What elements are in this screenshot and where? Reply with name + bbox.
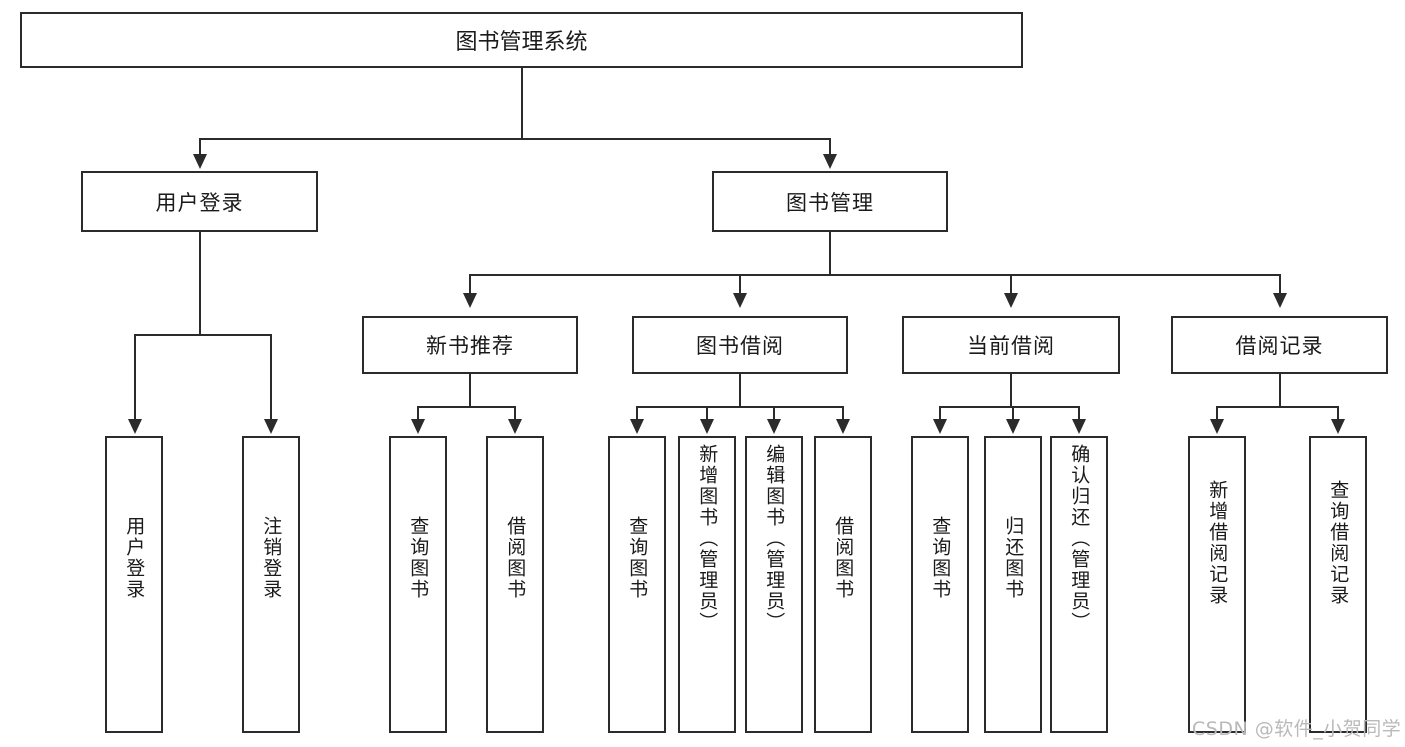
node-label: 新书推荐 bbox=[426, 334, 514, 358]
connector-user-login-drop-2 bbox=[270, 334, 272, 420]
connector-root-to-book-manage bbox=[829, 138, 831, 156]
leaf-label: 新增借阅记录 bbox=[1206, 480, 1229, 606]
leaf-label: 新增图书（管理员） bbox=[696, 444, 719, 633]
leaf-label: 注销登录 bbox=[260, 516, 283, 600]
connector-nbr-drop-1 bbox=[417, 406, 419, 420]
connector-bb-bar bbox=[636, 406, 843, 408]
connector-root-bar bbox=[199, 138, 831, 140]
connector-nbr-bar bbox=[417, 406, 516, 408]
leaf-edit-book[interactable]: 编辑图书（管理员） bbox=[745, 436, 803, 733]
connector-br-trunk bbox=[1279, 374, 1281, 408]
node-new-book-rec[interactable]: 新书推荐 bbox=[362, 316, 578, 374]
connector-bm-drop-4 bbox=[1279, 274, 1281, 296]
connector-user-login-drop-1 bbox=[134, 334, 136, 420]
arrow-to-book-borrow bbox=[733, 293, 747, 308]
connector-bb-trunk bbox=[739, 374, 741, 408]
leaf-label: 借阅图书 bbox=[504, 516, 527, 600]
leaf-label: 查询图书 bbox=[407, 516, 430, 600]
node-label: 图书借阅 bbox=[696, 334, 784, 358]
leaf-label: 借阅图书 bbox=[832, 516, 855, 600]
connector-book-manage-trunk bbox=[829, 232, 831, 276]
leaf-borrow-book[interactable]: 借阅图书 bbox=[814, 436, 872, 733]
leaf-logout[interactable]: 注销登录 bbox=[242, 436, 300, 733]
connector-cb-drop-2 bbox=[1012, 406, 1014, 420]
leaf-label: 查询图书 bbox=[929, 516, 952, 600]
connector-br-drop-1 bbox=[1216, 406, 1218, 420]
connector-br-drop-2 bbox=[1337, 406, 1339, 420]
node-user-login[interactable]: 用户登录 bbox=[81, 171, 318, 232]
connector-bb-drop-4 bbox=[842, 406, 844, 420]
arrow-to-leaf-query-book-2 bbox=[630, 419, 644, 434]
connector-bm-drop-2 bbox=[739, 274, 741, 296]
arrow-to-borrow-record bbox=[1273, 293, 1287, 308]
connector-bb-drop-2 bbox=[706, 406, 708, 420]
connector-nbr-trunk bbox=[469, 374, 471, 408]
arrow-to-leaf-query-record bbox=[1331, 419, 1345, 434]
leaf-query-borrow-record[interactable]: 查询借阅记录 bbox=[1309, 436, 1367, 733]
arrow-to-leaf-add-book bbox=[700, 419, 714, 434]
connector-user-login-bar bbox=[134, 334, 272, 336]
arrow-to-new-book-rec bbox=[463, 293, 477, 308]
leaf-label: 查询图书 bbox=[626, 516, 649, 600]
leaf-label: 确认归还（管理员） bbox=[1068, 444, 1091, 633]
leaf-user-login[interactable]: 用户登录 bbox=[105, 436, 163, 733]
leaf-label: 用户登录 bbox=[123, 516, 146, 600]
connector-nbr-drop-2 bbox=[514, 406, 516, 420]
connector-cb-drop-3 bbox=[1078, 406, 1080, 420]
connector-root-trunk bbox=[521, 68, 523, 139]
arrow-to-leaf-query-book-1 bbox=[411, 419, 425, 434]
arrow-to-leaf-add-record bbox=[1210, 419, 1224, 434]
node-label: 用户登录 bbox=[155, 190, 244, 215]
leaf-query-book-new-rec[interactable]: 查询图书 bbox=[389, 436, 447, 733]
connector-bb-drop-1 bbox=[636, 406, 638, 420]
arrow-to-current-borrow bbox=[1004, 293, 1018, 308]
leaf-confirm-return[interactable]: 确认归还（管理员） bbox=[1050, 436, 1108, 733]
arrow-to-leaf-user-login bbox=[128, 419, 142, 434]
connector-bm-drop-1 bbox=[469, 274, 471, 296]
arrow-to-leaf-confirm-return bbox=[1072, 419, 1086, 434]
node-book-manage[interactable]: 图书管理 bbox=[712, 171, 948, 232]
connector-bm-drop-3 bbox=[1010, 274, 1012, 296]
arrow-to-leaf-borrow-book-1 bbox=[508, 419, 522, 434]
connector-book-manage-bar bbox=[469, 274, 1280, 276]
node-current-borrow[interactable]: 当前借阅 bbox=[902, 316, 1120, 374]
leaf-borrow-book-new-rec[interactable]: 借阅图书 bbox=[486, 436, 544, 733]
node-borrow-record[interactable]: 借阅记录 bbox=[1171, 316, 1388, 374]
arrow-to-leaf-return-book bbox=[1006, 419, 1020, 434]
connector-bb-drop-3 bbox=[773, 406, 775, 420]
arrow-root-to-user-login bbox=[193, 154, 207, 169]
arrow-to-leaf-query-book-3 bbox=[933, 419, 947, 434]
connector-cb-bar bbox=[939, 406, 1080, 408]
leaf-add-book[interactable]: 新增图书（管理员） bbox=[678, 436, 736, 733]
leaf-query-book-current[interactable]: 查询图书 bbox=[911, 436, 969, 733]
connector-user-login-trunk bbox=[199, 232, 201, 336]
node-book-borrow[interactable]: 图书借阅 bbox=[632, 316, 848, 374]
node-label: 借阅记录 bbox=[1235, 334, 1324, 358]
arrow-to-leaf-edit-book bbox=[767, 419, 781, 434]
arrow-to-leaf-borrow-book-2 bbox=[836, 419, 850, 434]
node-label: 当前借阅 bbox=[967, 334, 1055, 358]
node-label: 图书管理系统 bbox=[455, 30, 588, 55]
leaf-query-book-borrow[interactable]: 查询图书 bbox=[608, 436, 666, 733]
arrow-to-leaf-logout bbox=[264, 419, 278, 434]
node-label: 图书管理 bbox=[786, 190, 874, 215]
leaf-add-borrow-record[interactable]: 新增借阅记录 bbox=[1188, 436, 1246, 733]
leaf-label: 归还图书 bbox=[1002, 516, 1025, 600]
leaf-label: 编辑图书（管理员） bbox=[763, 444, 786, 633]
connector-root-to-user-login bbox=[199, 138, 201, 156]
connector-cb-trunk bbox=[1010, 374, 1012, 408]
arrow-root-to-book-manage bbox=[823, 154, 837, 169]
connector-br-bar bbox=[1216, 406, 1338, 408]
leaf-return-book[interactable]: 归还图书 bbox=[984, 436, 1042, 733]
connector-cb-drop-1 bbox=[939, 406, 941, 420]
node-root-system[interactable]: 图书管理系统 bbox=[20, 12, 1023, 68]
leaf-label: 查询借阅记录 bbox=[1327, 480, 1350, 606]
